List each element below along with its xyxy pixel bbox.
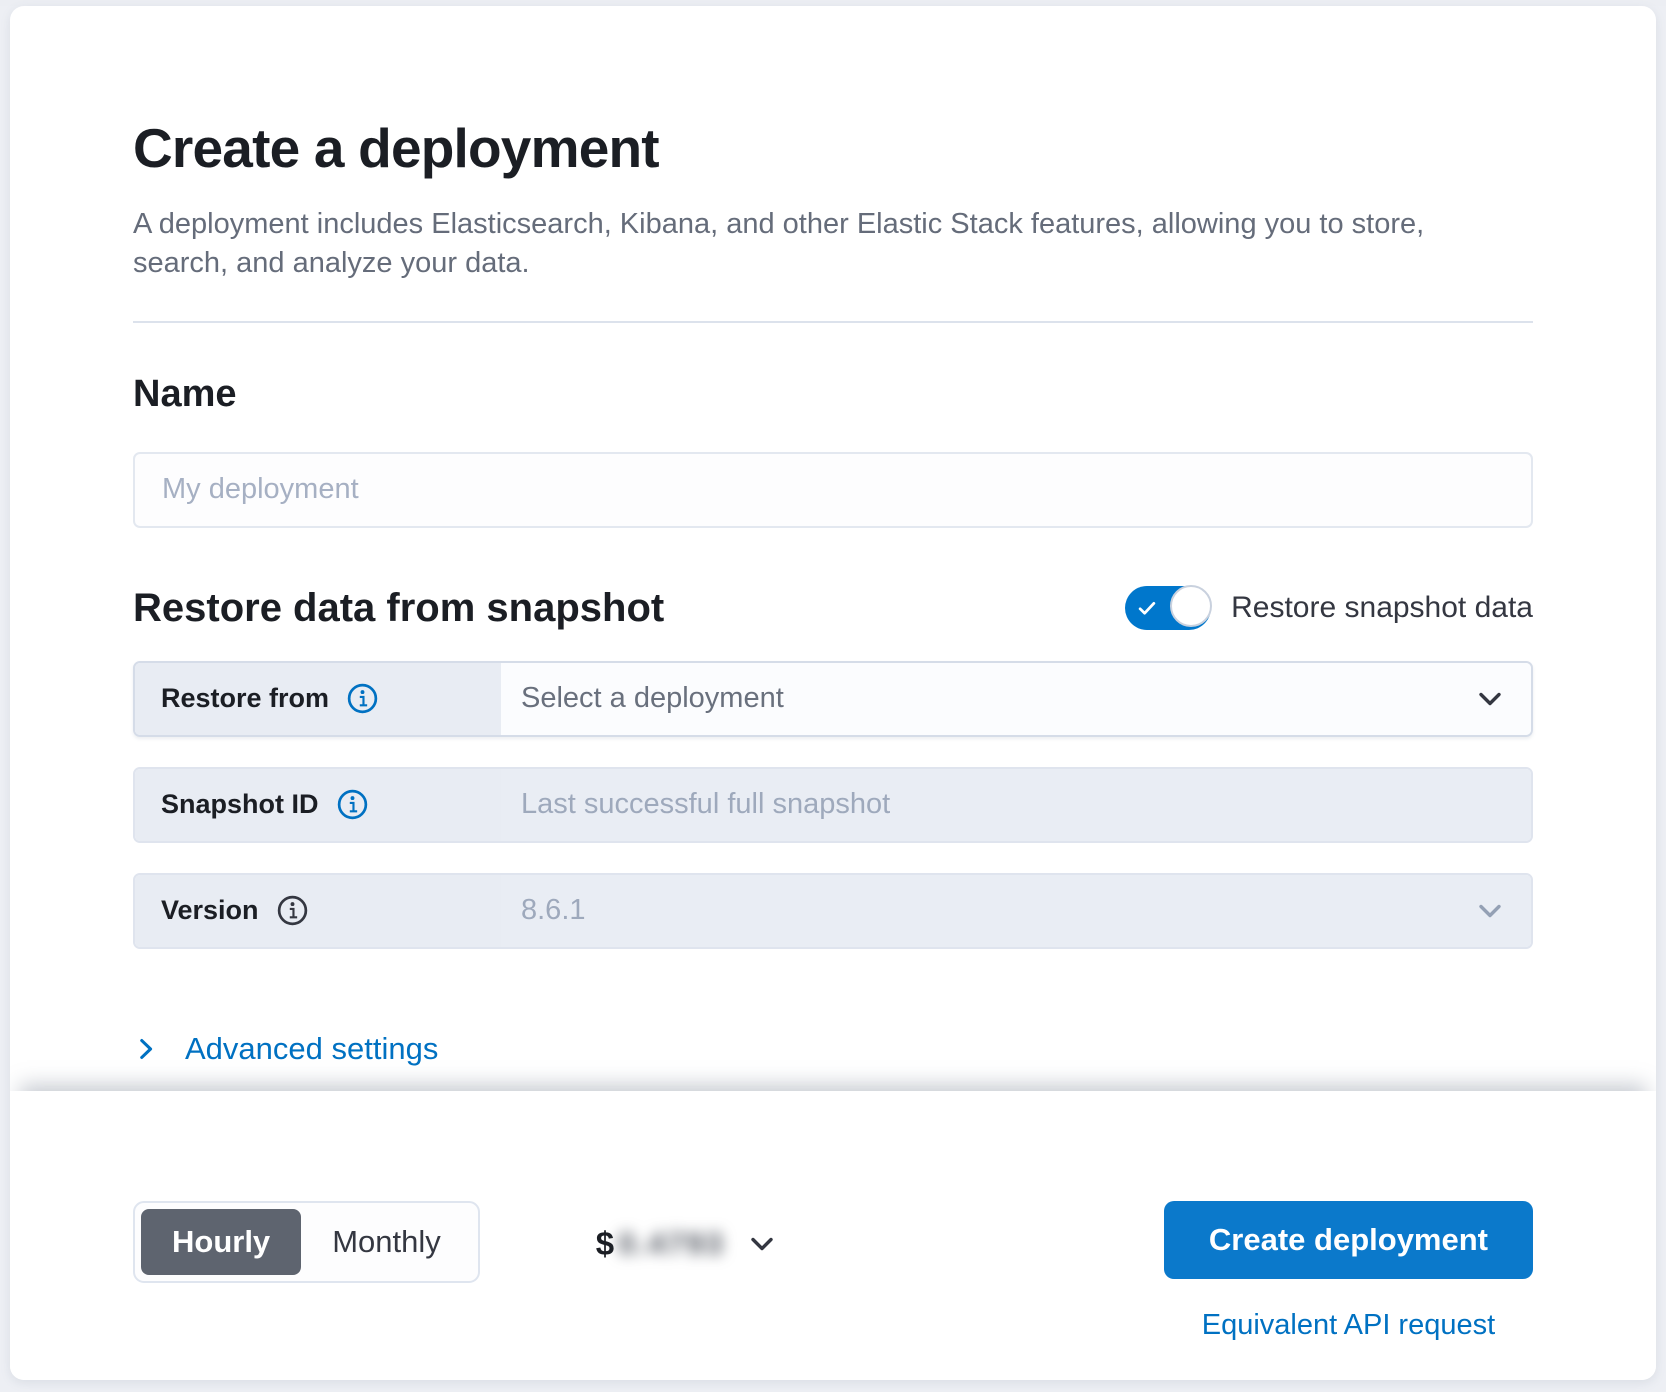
price-amount-redacted: 0.4793 [618, 1226, 725, 1261]
chevron-down-icon [1479, 692, 1501, 705]
snapshot-id-label-cell: Snapshot ID [135, 768, 501, 841]
snapshot-id-placeholder: Last successful full snapshot [521, 788, 891, 820]
restore-snapshot-toggle[interactable] [1125, 585, 1213, 630]
restore-toggle-label: Restore snapshot data [1231, 591, 1533, 624]
snapshot-id-row: Snapshot ID Last successful full snapsho… [133, 766, 1533, 843]
bottom-bar: Hourly Monthly $ 0.4793 Create deploymen… [10, 1091, 1656, 1380]
info-icon[interactable] [347, 683, 378, 714]
divider [133, 320, 1533, 323]
restore-from-row: Restore from Select a deployment [133, 660, 1533, 737]
price-breakdown-dropdown[interactable]: $ 0.4793 [596, 1201, 777, 1287]
name-section-heading: Name [133, 372, 237, 415]
deployment-name-input[interactable] [133, 451, 1533, 528]
restore-from-label: Restore from [161, 683, 330, 713]
equivalent-api-request-link[interactable]: Equivalent API request [1201, 1309, 1496, 1341]
version-row: Version 8.6.1 [133, 872, 1533, 949]
toggle-knob [1170, 585, 1213, 627]
version-label: Version [161, 895, 259, 925]
main-content: Create a deployment A deployment include… [10, 6, 1656, 1091]
footer-actions: Create deployment Equivalent API request [1163, 1201, 1533, 1342]
restore-from-select[interactable]: Select a deployment [501, 662, 1531, 735]
advanced-settings-link[interactable]: Advanced settings [133, 1031, 438, 1067]
version-label-cell: Version [135, 874, 501, 947]
billing-interval-toggle: Hourly Monthly [133, 1201, 480, 1283]
advanced-settings-label: Advanced settings [185, 1030, 439, 1066]
price-currency: $ [595, 1225, 615, 1262]
chevron-down-icon [751, 1237, 773, 1251]
restore-toggle-group: Restore snapshot data [1125, 585, 1533, 630]
page-subtitle: A deployment includes Elasticsearch, Kib… [133, 207, 1425, 279]
snapshot-id-field: Last successful full snapshot [501, 768, 1531, 841]
billing-monthly-button[interactable]: Monthly [301, 1209, 472, 1275]
billing-hourly-button[interactable]: Hourly [141, 1209, 302, 1275]
version-select: 8.6.1 [501, 874, 1531, 947]
info-icon[interactable] [337, 789, 368, 820]
snapshot-id-label: Snapshot ID [161, 789, 319, 819]
restore-from-label-cell: Restore from [135, 662, 501, 735]
create-deployment-button[interactable]: Create deployment [1163, 1201, 1533, 1279]
version-value: 8.6.1 [521, 894, 586, 926]
restore-section-heading: Restore data from snapshot [133, 585, 665, 630]
chevron-right-icon [140, 1038, 153, 1059]
restore-section-header: Restore data from snapshot Restore snaps… [133, 585, 1533, 631]
chevron-down-icon [1479, 904, 1501, 917]
page-title: Create a deployment [133, 117, 660, 179]
create-deployment-panel: Create a deployment A deployment include… [10, 6, 1656, 1380]
check-icon [1138, 601, 1156, 615]
restore-from-select-value: Select a deployment [521, 682, 784, 714]
info-icon[interactable] [277, 895, 308, 926]
